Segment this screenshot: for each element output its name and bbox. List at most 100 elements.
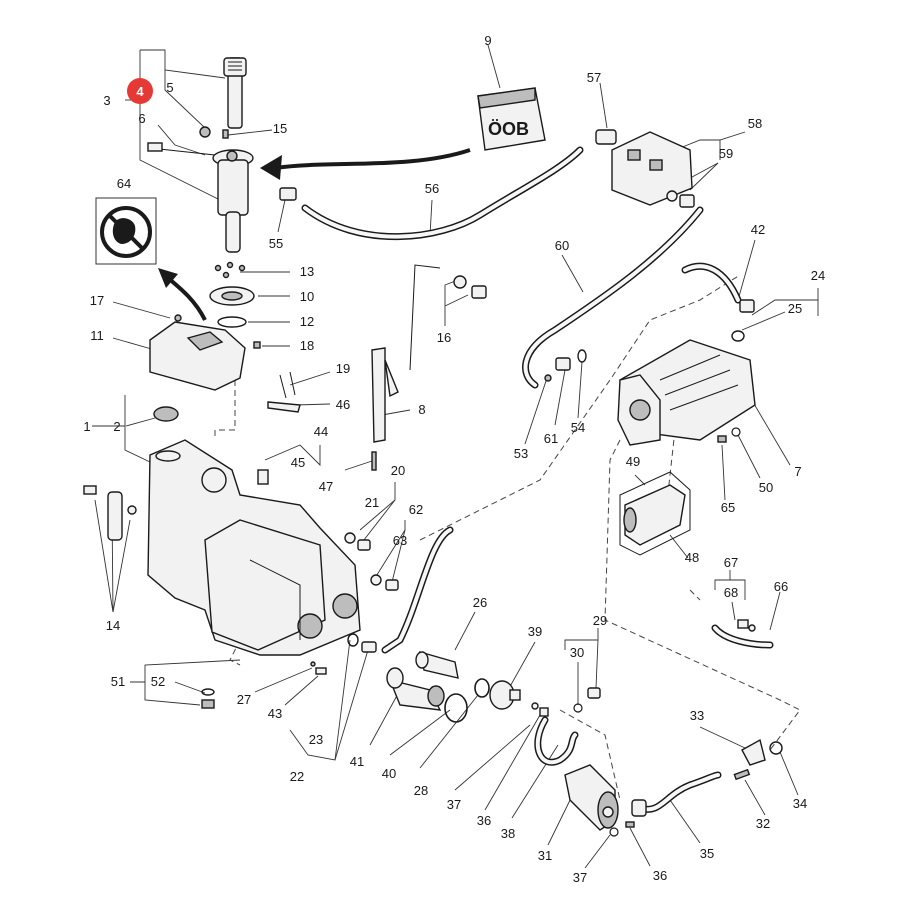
callout-23: 23	[309, 732, 323, 747]
tank-cover-part-11	[149, 314, 246, 391]
highlighted-callout-4[interactable]: 4	[127, 78, 153, 104]
hydraulic-pump-part-7	[617, 339, 756, 446]
cooler-part-31	[564, 764, 619, 831]
screw-part-15	[199, 126, 229, 139]
filter-housing-part-3	[147, 142, 254, 253]
screws-part-13	[214, 261, 246, 279]
callout-49: 49	[626, 454, 640, 469]
callout-25: 25	[788, 301, 802, 316]
suction-hose	[381, 526, 454, 654]
callout-11: 11	[90, 328, 104, 343]
pipe-part-38	[531, 702, 579, 766]
callout-14: 14	[106, 618, 120, 633]
callout-46: 46	[336, 397, 350, 412]
sensor-part-29	[573, 687, 601, 713]
hose-part-66	[711, 619, 774, 649]
hose-part-60	[522, 206, 704, 389]
callout-36: 36	[653, 868, 667, 883]
callout-54: 54	[571, 420, 585, 435]
filter-part-41	[386, 651, 459, 711]
pipe-part-35	[631, 771, 722, 817]
callout-36: 36	[477, 813, 491, 828]
hose-part-56	[301, 146, 584, 241]
callout-8: 8	[418, 402, 425, 417]
drain-plug-part-52	[201, 688, 215, 709]
callout-29: 29	[593, 613, 607, 628]
callout-26: 26	[473, 595, 487, 610]
flange-part-10	[209, 286, 261, 349]
fittings-part-61	[544, 349, 587, 382]
callout-37: 37	[447, 797, 461, 812]
callout-45: 45	[291, 455, 305, 470]
leader-lines	[92, 44, 819, 869]
valve-block-part-58	[595, 129, 695, 208]
callout-55: 55	[269, 236, 283, 251]
callout-43: 43	[268, 706, 282, 721]
callout-53: 53	[514, 446, 528, 461]
callout-60: 60	[555, 238, 569, 253]
callout-9: 9	[484, 33, 491, 48]
callout-32: 32	[756, 816, 770, 831]
callout-10: 10	[300, 289, 314, 304]
seal-part-23	[347, 633, 377, 653]
callout-28: 28	[414, 783, 428, 798]
callout-12: 12	[300, 314, 314, 329]
callout-63: 63	[393, 533, 407, 548]
callout-27: 27	[237, 692, 251, 707]
callout-44: 44	[314, 424, 328, 439]
bracket-part-14	[83, 485, 137, 541]
callout-65: 65	[721, 500, 735, 515]
callout-51: 51	[111, 674, 125, 689]
callout-40: 40	[382, 766, 396, 781]
callout-39: 39	[528, 624, 542, 639]
callout-62: 62	[409, 502, 423, 517]
bolt-part-65	[717, 427, 741, 443]
callout-59: 59	[719, 146, 733, 161]
callout-58: 58	[748, 116, 762, 131]
callout-52: 52	[151, 674, 165, 689]
callout-3: 3	[103, 93, 110, 108]
control-valve-part-49	[619, 471, 691, 556]
callout-48: 48	[685, 550, 699, 565]
callout-6: 6	[138, 111, 145, 126]
bolt-part-47	[257, 451, 377, 485]
callout-67: 67	[724, 555, 738, 570]
callout-61: 61	[544, 431, 558, 446]
oil-can-bag-icon: ÖOB	[477, 87, 546, 151]
highlight-badge[interactable]	[127, 78, 153, 104]
filler-cap-part-2	[153, 406, 179, 422]
callout-21: 21	[365, 495, 379, 510]
bolts-part-36	[609, 821, 635, 837]
callout-35: 35	[700, 846, 714, 861]
callout-2: 2	[113, 419, 120, 434]
callout-42: 42	[751, 222, 765, 237]
callout-16: 16	[437, 330, 451, 345]
callout-1: 1	[83, 419, 90, 434]
filter-element-part-5	[223, 57, 247, 129]
callout-7: 7	[794, 464, 801, 479]
callout-47: 47	[319, 479, 333, 494]
assembly-dash-lines	[214, 274, 801, 801]
hydraulic-tank-part-1	[147, 439, 361, 656]
fitting-part-55	[279, 187, 297, 201]
callout-13: 13	[300, 264, 314, 279]
callout-30: 30	[570, 645, 584, 660]
callout-34: 34	[793, 796, 807, 811]
lift-arrow-icon	[158, 268, 207, 321]
plug-part-27	[310, 661, 327, 675]
flange-part-39	[489, 680, 521, 710]
no-step-warning-icon	[100, 206, 152, 258]
callout-15: 15	[273, 121, 287, 136]
callout-18: 18	[300, 338, 314, 353]
callout-57: 57	[587, 70, 601, 85]
callout-5: 5	[166, 80, 173, 95]
hose-part-42	[681, 262, 755, 342]
callout-66: 66	[774, 579, 788, 594]
fittings-part-21	[344, 532, 399, 591]
seal-part-40	[444, 678, 490, 723]
fittings-part-16	[453, 275, 487, 299]
callout-33: 33	[690, 708, 704, 723]
